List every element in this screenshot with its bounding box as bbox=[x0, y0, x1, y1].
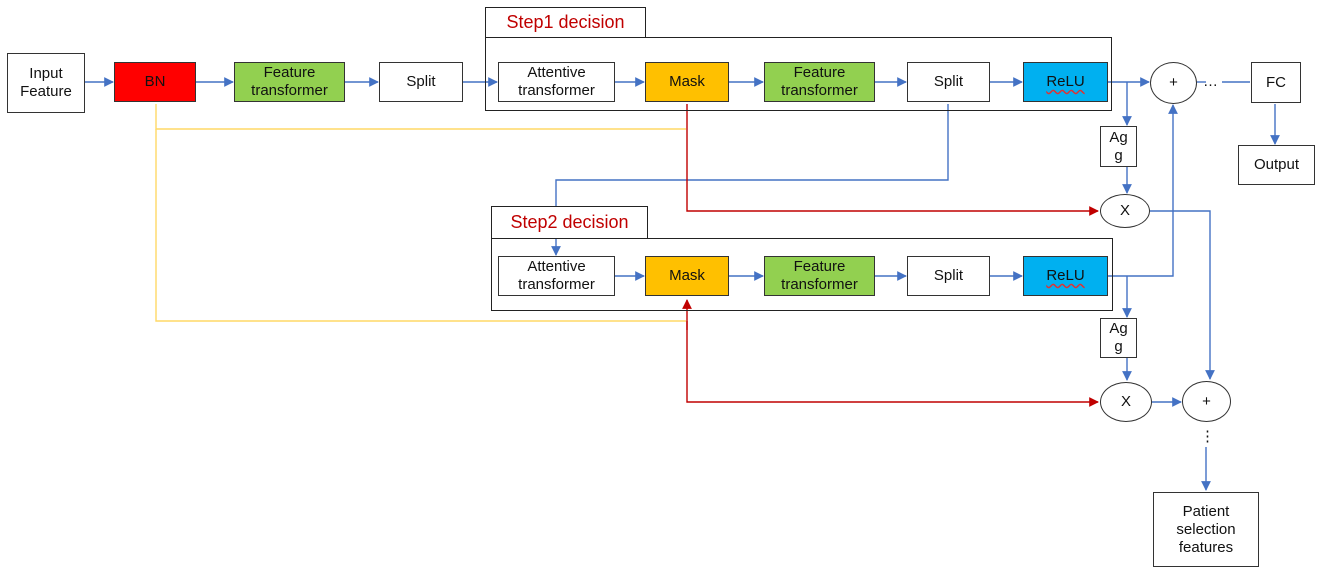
attentive-transformer-step2: Attentive transformer bbox=[498, 256, 615, 296]
ellipsis-horizontal: … bbox=[1203, 73, 1218, 90]
relu-step1-label: ReLU bbox=[1046, 73, 1085, 90]
multiply-node-2: X bbox=[1100, 382, 1152, 422]
feature-transformer-step1: Feature transformer bbox=[764, 62, 875, 102]
mask-step1: Mask bbox=[645, 62, 729, 102]
mask-step2: Mask bbox=[645, 256, 729, 296]
step2-title: Step2 decision bbox=[491, 206, 648, 239]
input-feature-node: Input Feature bbox=[7, 53, 85, 113]
step2-frame bbox=[491, 238, 1113, 311]
multiply-node-1: X bbox=[1100, 194, 1150, 228]
step1-frame bbox=[485, 37, 1112, 111]
bn-node: BN bbox=[114, 62, 196, 102]
plus-node-2: + bbox=[1182, 381, 1231, 422]
feature-transformer-node: Feature transformer bbox=[234, 62, 345, 102]
arrow-x2-from-mask2 bbox=[686, 321, 1099, 407]
arrow-x1-to-plus2 bbox=[1150, 210, 1215, 380]
plus-node-1: + bbox=[1150, 62, 1197, 104]
split-step1: Split bbox=[907, 62, 990, 102]
arrow-mask1-to-x1 bbox=[686, 104, 1099, 216]
fc-node: FC bbox=[1251, 62, 1301, 103]
feature-transformer-step2: Feature transformer bbox=[764, 256, 875, 296]
relu-step2: ReLU bbox=[1023, 256, 1108, 296]
arrow-relu2-to-plus1 bbox=[1108, 104, 1178, 277]
attentive-transformer-step1: Attentive transformer bbox=[498, 62, 615, 102]
line-bn-to-mask2 bbox=[155, 129, 686, 322]
step1-title: Step1 decision bbox=[485, 7, 646, 38]
relu-step2-label: ReLU bbox=[1046, 267, 1085, 284]
relu-step1: ReLU bbox=[1023, 62, 1108, 102]
output-node: Output bbox=[1238, 145, 1315, 185]
patient-selection-features-node: Patient selection features bbox=[1153, 492, 1259, 567]
split-node: Split bbox=[379, 62, 463, 102]
ellipsis-vertical: ⋮ bbox=[1200, 428, 1215, 445]
agg-step1: Ag g bbox=[1100, 126, 1137, 167]
split-step2: Split bbox=[907, 256, 990, 296]
agg-step2: Ag g bbox=[1100, 318, 1137, 358]
